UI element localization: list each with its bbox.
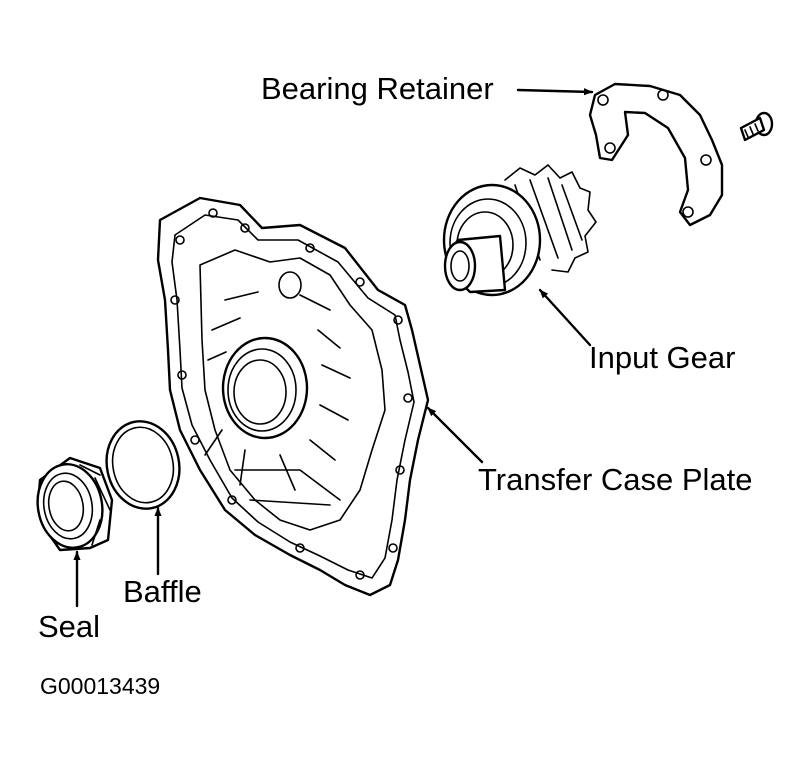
seal [36,456,114,552]
retainer-screw [739,111,774,142]
label-input-gear: Input Gear [589,340,736,375]
arrow-input-gear [538,288,592,347]
leader-arrows [73,88,594,608]
label-bearing-retainer: Bearing Retainer [261,71,494,106]
input-gear [442,164,597,297]
arrow-transfer-case-plate [426,406,484,464]
baffle [105,420,181,510]
label-baffle: Baffle [123,574,202,609]
plate-bolt-holes [170,208,413,580]
label-seal: Seal [38,609,101,644]
label-transfer-case-plate: Transfer Case Plate [478,462,753,497]
bearing-retainer [588,82,724,227]
figure-id: G00013439 [40,673,161,699]
arrow-bearing-retainer [516,88,594,96]
transfer-case-plate [156,196,430,597]
